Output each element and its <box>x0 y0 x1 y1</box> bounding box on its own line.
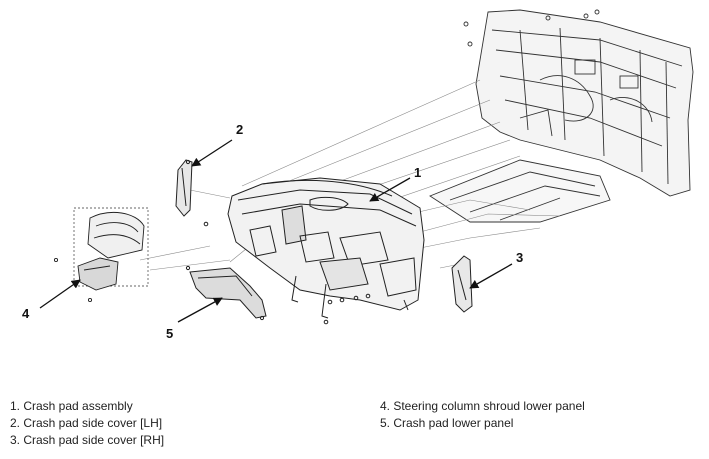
callout-5: 5 <box>166 326 173 341</box>
legend-item-4: 4. Steering column shroud lower panel <box>380 399 585 413</box>
vehicle-body-shell <box>429 9 694 223</box>
crash-pad-side-cover-lh-illustration <box>175 159 193 217</box>
parts-legend-right: 4. Steering column shroud lower panel 5.… <box>380 398 585 432</box>
crash-pad-lower-panel-illustration <box>185 265 267 321</box>
legend-item-1: 1. Crash pad assembly <box>10 399 133 413</box>
crash-pad-side-cover-rh-illustration <box>451 255 473 313</box>
crash-pad-assembly-illustration <box>203 177 425 325</box>
exploded-parts-diagram: 1 2 3 4 5 <box>22 9 694 341</box>
legend-item-3: 3. Crash pad side cover [RH] <box>10 433 165 447</box>
callout-arrows <box>39 139 513 323</box>
callout-3: 3 <box>516 250 523 265</box>
parts-legend-left: 1. Crash pad assembly 2. Crash pad side … <box>10 398 164 449</box>
legend-item-5: 5. Crash pad lower panel <box>380 416 514 430</box>
callout-2: 2 <box>236 122 243 137</box>
steering-column-shroud-lower-panel-illustration <box>53 207 149 303</box>
callout-1: 1 <box>414 165 421 180</box>
legend-item-2: 2. Crash pad side cover [LH] <box>10 416 163 430</box>
callout-4: 4 <box>22 306 30 321</box>
